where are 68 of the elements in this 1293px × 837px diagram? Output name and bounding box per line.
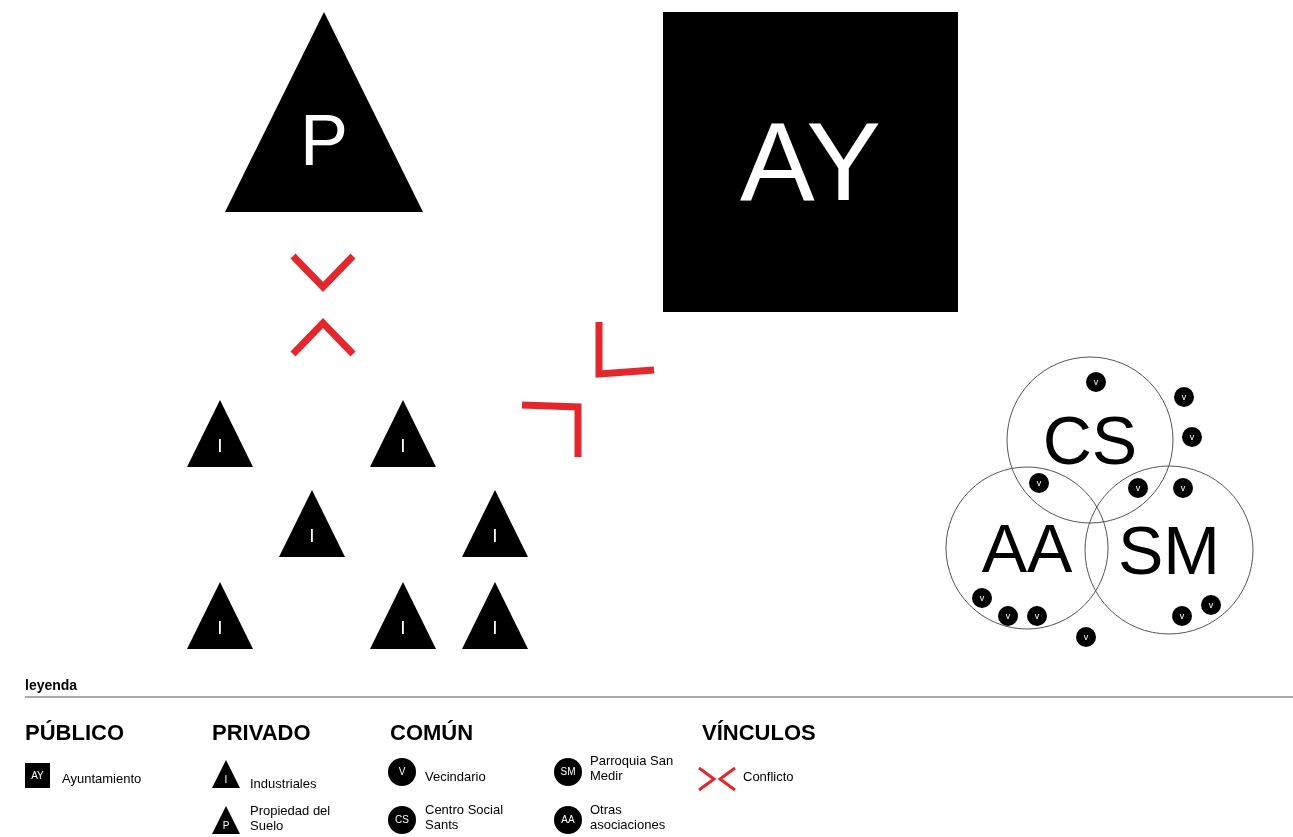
symbol-letter: I: [224, 775, 228, 785]
category-heading: PÚBLICO: [25, 720, 124, 746]
legend-text: Centro Social Sants: [425, 803, 505, 833]
legend-text: Industriales: [250, 777, 318, 792]
symbol-letter: I: [492, 525, 498, 545]
symbol-letter: CS: [395, 815, 409, 825]
dot-marker: [1172, 606, 1192, 626]
dot-marker: [1128, 478, 1148, 498]
symbol-letter: P: [222, 821, 230, 831]
dot-marker: [972, 588, 992, 608]
dot-marker: [1201, 595, 1221, 615]
triangle-marker: [462, 582, 528, 649]
symbol-letter: v: [1034, 611, 1040, 621]
triangle-marker: [187, 582, 253, 649]
category-heading: PRIVADO: [212, 720, 311, 746]
category-heading: VÍNCULOS: [702, 720, 816, 746]
category-heading: COMÚN: [390, 720, 474, 746]
symbol-letter: I: [400, 617, 406, 637]
dot-marker: [998, 606, 1018, 626]
symbol-letter: v: [1189, 432, 1195, 442]
legend-text: Conflicto: [743, 770, 795, 785]
dot-marker: [1076, 627, 1096, 647]
triangle-marker: [370, 400, 436, 467]
symbol-letter: P: [300, 104, 348, 176]
legend-heading: leyenda: [25, 677, 78, 694]
legend-text: Parroquia San Medir: [590, 754, 675, 784]
symbol-letter: AA: [561, 815, 575, 825]
dot-marker: [1086, 372, 1106, 392]
square-marker: [663, 12, 958, 312]
symbol-letter: SM: [1118, 516, 1220, 584]
symbol-letter: v: [1181, 392, 1187, 402]
dot-marker: [1027, 606, 1047, 626]
symbol-letter: CS: [1042, 406, 1138, 474]
symbol-letter: v: [1036, 478, 1042, 488]
symbol-letter: I: [400, 435, 406, 455]
legend-text: Otras asociaciones: [590, 803, 667, 833]
triangle-marker: [462, 490, 528, 557]
symbol-letter: v: [1135, 483, 1141, 493]
symbol-letter: I: [217, 435, 223, 455]
symbol-letter: SM: [560, 767, 576, 777]
symbol-letter: V: [398, 767, 406, 777]
legend-text: Ayuntamiento: [62, 772, 143, 787]
symbol-letter: v: [1180, 483, 1186, 493]
symbol-letter: v: [1179, 611, 1185, 621]
triangle-marker: [225, 12, 423, 212]
triangle-marker: [279, 490, 345, 557]
symbol-letter: I: [309, 525, 315, 545]
symbol-letter: v: [1208, 600, 1214, 610]
symbol-letter: I: [217, 617, 223, 637]
triangle-marker: [187, 400, 253, 467]
symbol-letter: v: [1083, 632, 1089, 642]
legend-text: Vecindario: [425, 770, 487, 785]
symbol-letter: v: [1093, 377, 1099, 387]
circle-outline: [1007, 357, 1173, 523]
dot-marker: [1182, 427, 1202, 447]
circle-outline: [946, 467, 1108, 629]
legend-text: Propiedad del Suelo: [250, 804, 332, 834]
dot-marker: [1173, 478, 1193, 498]
triangle-marker: [370, 582, 436, 649]
symbol-letter: v: [979, 593, 985, 603]
dot-marker: [1029, 473, 1049, 493]
symbol-letter: AY: [739, 106, 882, 218]
symbol-letter: I: [492, 617, 498, 637]
symbol-letter: AA: [981, 514, 1073, 582]
dot-marker: [1174, 387, 1194, 407]
symbol-letter: v: [1005, 611, 1011, 621]
circle-outline: [1085, 466, 1253, 634]
symbol-letter: AY: [31, 770, 44, 781]
